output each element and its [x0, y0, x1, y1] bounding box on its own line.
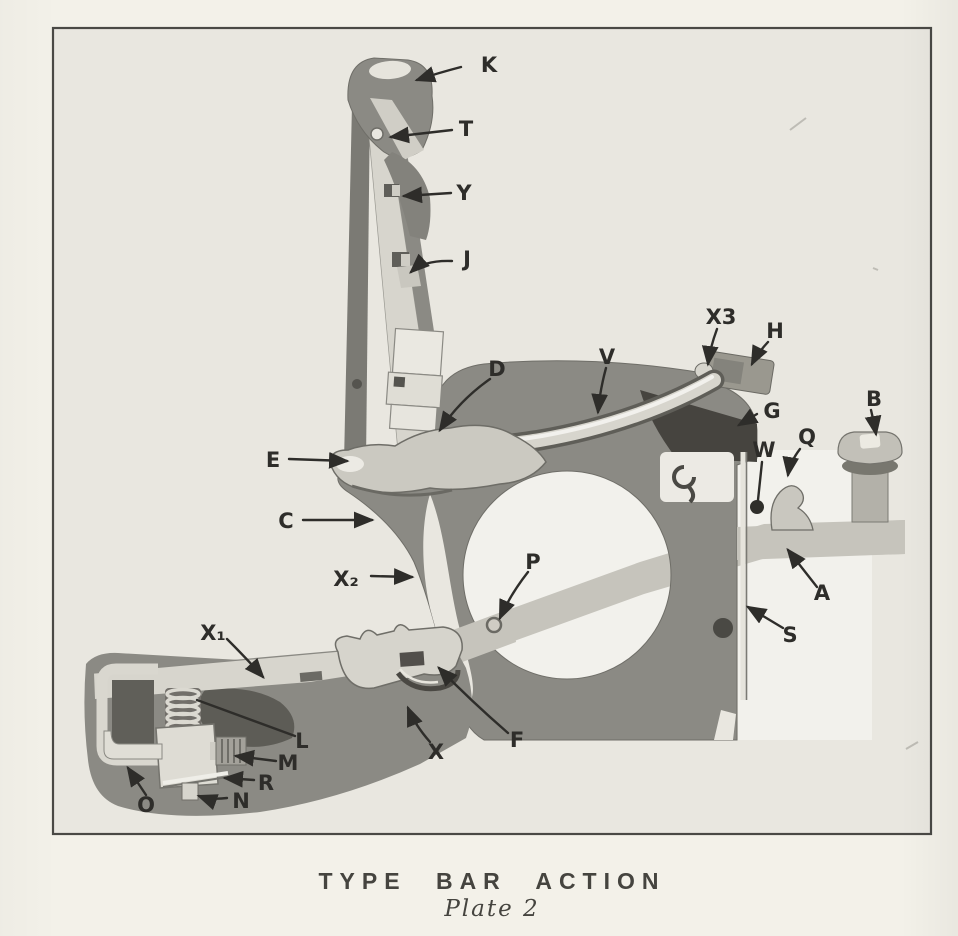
label-r: R — [258, 771, 274, 795]
sub-lever-slot — [299, 671, 323, 682]
arrow-X1 — [225, 637, 265, 679]
label-j: J — [461, 247, 471, 271]
arrow-V — [591, 366, 608, 415]
arrow-N — [196, 794, 229, 811]
label-m: M — [278, 751, 299, 775]
type-head-notch — [369, 60, 411, 80]
segment-clamp — [385, 327, 445, 433]
n-part — [181, 782, 199, 801]
arrow-O — [126, 765, 148, 797]
arrow-R — [222, 770, 256, 788]
label-y: Y — [455, 181, 472, 205]
label-x3: X3 — [706, 305, 737, 329]
label-t: T — [459, 117, 474, 141]
arrow-J — [409, 253, 454, 274]
arrow-W — [756, 460, 764, 502]
label-a: A — [814, 581, 831, 605]
plate-screw — [711, 616, 735, 640]
label-k: K — [481, 53, 498, 77]
arrow-M — [233, 749, 278, 767]
callouts: K T Y J D V X3 H G B W Q E C X₂ P A S X₁… — [126, 53, 882, 817]
photo-frame-border — [51, 26, 933, 836]
arrow-S — [745, 605, 785, 630]
arrow-A — [786, 547, 819, 589]
arrow-T — [388, 126, 454, 144]
key-top-highlight — [859, 433, 881, 449]
label-o: O — [137, 793, 155, 817]
right-bright-panel — [738, 450, 872, 740]
f-crank — [334, 624, 463, 692]
p-pivot — [485, 616, 503, 634]
label-q: Q — [798, 425, 816, 449]
arrow-D — [438, 377, 492, 433]
label-n: N — [232, 789, 250, 813]
arrow-F — [437, 666, 510, 735]
arrow-Q — [782, 447, 802, 478]
plate-foot-notch — [714, 710, 736, 740]
label-c: C — [278, 509, 293, 533]
label-d: D — [488, 357, 505, 381]
arrow-H — [750, 340, 770, 367]
q-hook — [770, 485, 814, 531]
arrow-X3 — [701, 327, 719, 367]
frame-window — [660, 452, 734, 502]
arrow-E — [287, 451, 350, 469]
arrow-X — [406, 705, 432, 744]
window-hook — [672, 465, 696, 504]
arrow-K — [414, 65, 463, 83]
w-pivot — [750, 500, 764, 514]
s-wire — [740, 452, 748, 700]
label-f: F — [510, 728, 524, 752]
key-top — [837, 431, 903, 465]
caption-plate-number: Plate 2 — [444, 896, 540, 922]
y-stud — [384, 184, 400, 197]
label-x2: X₂ — [333, 567, 358, 591]
label-h: H — [766, 319, 784, 343]
e-tip-highlight — [336, 456, 364, 472]
arrow-P — [498, 570, 530, 621]
label-e: E — [266, 448, 280, 472]
arrow-Y — [401, 186, 453, 204]
label-g: G — [763, 399, 780, 423]
label-p: P — [525, 550, 540, 574]
label-l: L — [295, 729, 308, 753]
f-crank-slot — [399, 651, 425, 667]
label-x1: X₁ — [200, 621, 225, 645]
key-lever-right-end — [737, 520, 905, 560]
label-v: V — [599, 345, 616, 369]
coil-spring — [165, 687, 201, 733]
t-stud — [370, 127, 384, 141]
label-s: S — [782, 623, 797, 647]
type-bar-left-edge — [344, 100, 370, 462]
arm-screw — [352, 379, 362, 389]
arrow-X2 — [369, 568, 415, 585]
label-b: B — [866, 387, 882, 411]
label-x: X — [428, 740, 444, 764]
arrow-L — [195, 698, 297, 738]
o-angle-bar — [103, 730, 163, 760]
r-wire — [162, 771, 229, 788]
arrow-B — [864, 408, 882, 437]
label-w: W — [752, 438, 775, 462]
photograph: K T Y J D V X3 H G B W Q E C X₂ P A S X₁… — [51, 26, 933, 836]
arrow-G — [736, 408, 759, 427]
caption-title: TYPE BAR ACTION — [318, 868, 666, 894]
